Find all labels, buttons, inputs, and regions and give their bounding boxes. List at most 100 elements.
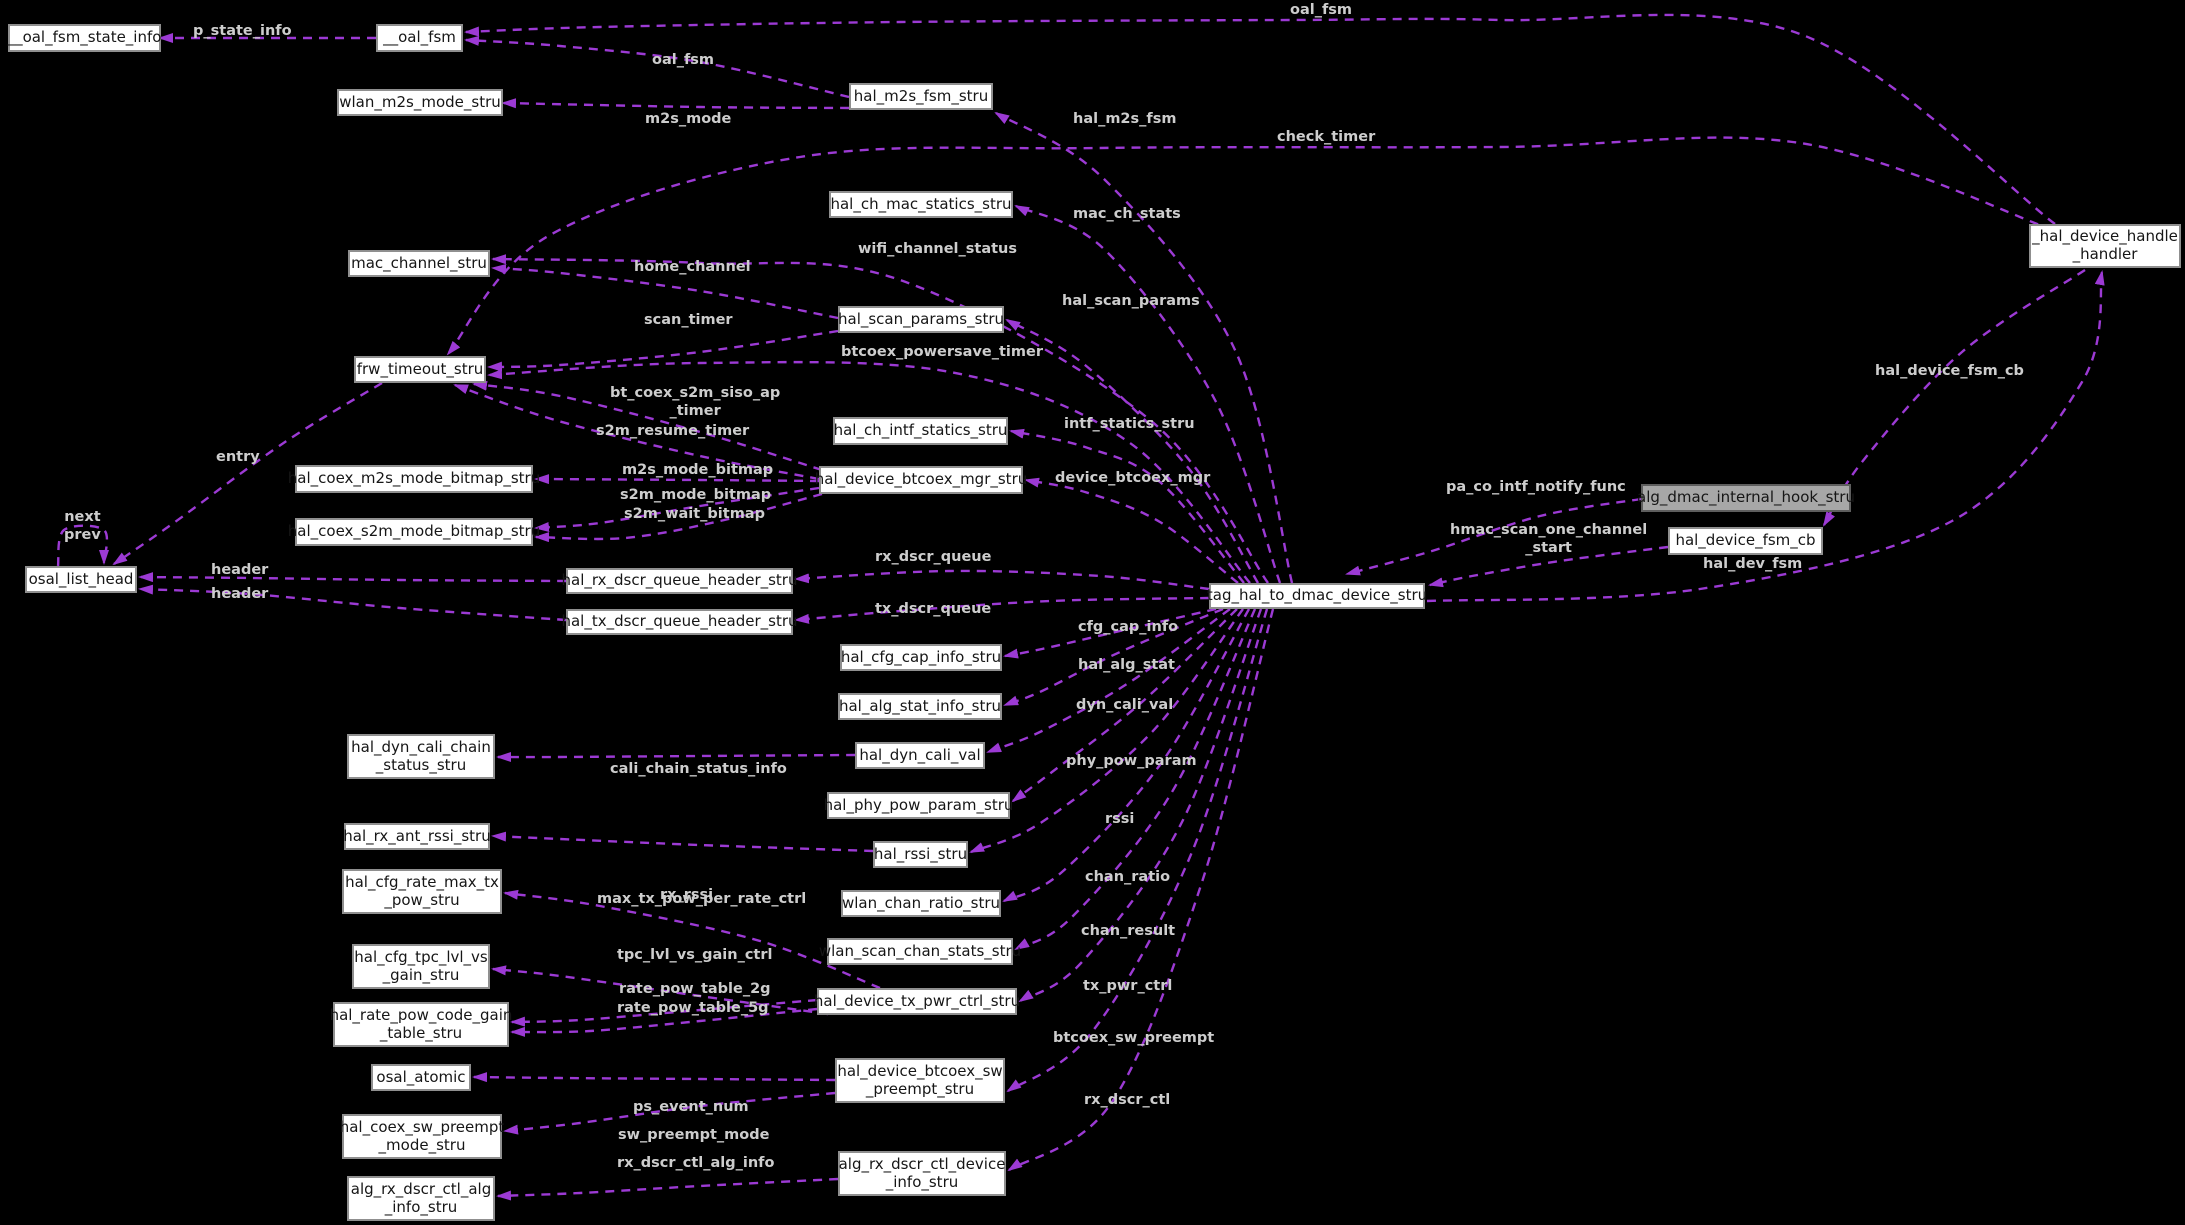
edge-bt-coex-s2m-siso-ap-timer: [472, 380, 823, 472]
node-hal-alg-stat-info-stru[interactable]: hal_alg_stat_info_stru: [838, 693, 1002, 720]
edge-label-pa-co-intf-notify-func: pa_co_intf_notify_func: [1446, 479, 1626, 495]
edge-chan-result: [1014, 608, 1257, 951]
edge-hal-scan-params: [1005, 318, 1260, 584]
node-hal-coex-m2s-mode-bitmap-stru[interactable]: hal_coex_m2s_mode_bitmap_stru: [288, 465, 540, 493]
node-hal-device-tx-pwr-ctrl-stru[interactable]: hal_device_tx_pwr_ctrl_stru: [814, 988, 1020, 1015]
node-hal-rx-ant-rssi-stru[interactable]: hal_rx_ant_rssi_stru: [343, 823, 491, 850]
edge-label-m2s-mode: m2s_mode: [645, 111, 732, 127]
edge-label-oal-fsm-from-handle: oal_fsm: [1290, 2, 1353, 18]
edge-label-hal-alg-stat: hal_alg_stat: [1078, 657, 1175, 673]
node-hal-cfg-rate-max-tx-pow-stru[interactable]: hal_cfg_rate_max_tx _pow_stru: [342, 869, 502, 914]
edge-label-rx-rssi: rx_rssi: [660, 887, 714, 903]
edge-hal-m2s-fsm: [994, 111, 1294, 584]
edge-label-dyn-cali-val: dyn_cali_val: [1076, 697, 1174, 713]
edge-s2m-resume-timer: [453, 383, 820, 481]
edge-hal-alg-stat: [1003, 607, 1224, 707]
node-osal-atomic[interactable]: osal_atomic: [371, 1064, 471, 1091]
edge-label-tpc-lvl-vs-gain-ctrl: tpc_lvl_vs_gain_ctrl: [617, 947, 773, 963]
edge-tpc-lvl-vs-gain-ctrl: [491, 965, 829, 1016]
node-hal-dyn-cali-val[interactable]: hal_dyn_cali_val: [855, 742, 985, 769]
edge-label-rssi: rssi: [1105, 811, 1135, 827]
edge-label-hal-m2s-fsm: hal_m2s_fsm: [1073, 111, 1177, 127]
edge-label-hal-dev-fsm: hal_dev_fsm: [1703, 556, 1803, 572]
node-hal-device-fsm-cb[interactable]: hal_device_fsm_cb: [1668, 527, 1823, 555]
edge-label-s2m-mode-bitmap: s2m_mode_bitmap: [620, 487, 772, 503]
node-hal-rssi-stru[interactable]: hal_rssi_stru: [873, 841, 968, 868]
edge-label-p-state-info: p_state_info: [193, 23, 292, 39]
node-hal-coex-sw-preempt-mode-stru[interactable]: hal_coex_sw_preempt _mode_stru: [340, 1114, 504, 1159]
node-hal-rx-dscr-queue-header-stru[interactable]: hal_rx_dscr_queue_header_stru: [562, 568, 797, 594]
node-frw-timeout-stru[interactable]: frw_timeout_stru: [354, 356, 486, 383]
edge-header-rx: [138, 572, 567, 583]
node-hal-cfg-tpc-lvl-vs-gain-stru[interactable]: hal_cfg_tpc_lvl_vs _gain_stru: [352, 944, 490, 989]
node-mac-channel-stru[interactable]: mac_channel_stru: [348, 250, 490, 277]
edge-label-m2s-mode-bitmap: m2s_mode_bitmap: [622, 462, 774, 478]
node-hal-scan-params-stru[interactable]: hal_scan_params_stru: [838, 306, 1004, 333]
node-hal-device-btcoex-sw-preempt-stru[interactable]: hal_device_btcoex_sw _preempt_stru: [835, 1058, 1005, 1103]
edge-label-s2m-wait-bitmap: s2m_wait_bitmap: [624, 506, 765, 522]
node-wlan-scan-chan-stats-stru[interactable]: wlan_scan_chan_stats_stru: [819, 938, 1021, 965]
node-oal-fsm-state-info[interactable]: __oal_fsm_state_info: [8, 24, 161, 52]
edge-label-home-channel: home_channel: [634, 259, 751, 275]
node-tag-hal-to-dmac-device-stru[interactable]: tag_hal_to_dmac_device_stru: [1207, 583, 1427, 609]
node-alg-dmac-internal-hook-stru[interactable]: alg_dmac_internal_hook_stru: [1637, 484, 1855, 512]
node-hal-dyn-cali-chain-status-stru[interactable]: hal_dyn_cali_chain _status_stru: [347, 734, 495, 779]
edge-scan-timer: [487, 329, 839, 372]
edge-s2m-mode-bitmap: [534, 486, 820, 532]
edge-phy-pow-param: [1011, 608, 1238, 803]
node-alg-rx-dscr-ctl-alg-info-stru[interactable]: alg_rx_dscr_ctl_alg _info_stru: [347, 1176, 495, 1221]
node-hal-rate-pow-code-gain-table-stru[interactable]: hal_rate_pow_code_gain _table_stru: [330, 1002, 512, 1047]
edge-label-hmac-scan-one-channel-start: hmac_scan_one_channel _start: [1450, 522, 1648, 557]
node-hal-tx-dscr-queue-header-stru[interactable]: hal_tx_dscr_queue_header_stru: [561, 609, 798, 635]
edge-label-chan-result: chan_result: [1081, 923, 1176, 939]
edge-label-header-tx: header: [211, 586, 269, 602]
edge-label-rx-dscr-ctl-alg-info: rx_dscr_ctl_alg_info: [617, 1155, 775, 1171]
edge-label-chan-ratio: chan_ratio: [1085, 869, 1171, 885]
node-hal-coex-s2m-mode-bitmap-stru[interactable]: hal_coex_s2m_mode_bitmap_stru: [288, 518, 540, 546]
edge-next-prev: [56, 524, 110, 567]
edge-rate-pow-table-2g: [510, 998, 818, 1027]
node-hal-ch-mac-statics-stru[interactable]: hal_ch_mac_statics_stru: [829, 191, 1013, 218]
node-hal-m2s-fsm-stru[interactable]: hal_m2s_fsm_stru: [849, 83, 993, 110]
edge-label-max-tx-pow-per-rate-ctrl: max_tx_pow_per_rate_ctrl: [597, 891, 807, 907]
edge-label-cfg-cap-info: cfg_cap_info: [1078, 619, 1179, 635]
node-wlan-m2s-mode-stru[interactable]: wlan_m2s_mode_stru: [337, 89, 503, 116]
edge-hal-dev-fsm: [1426, 270, 2105, 603]
edge-rate-pow-table-5g: [510, 1007, 818, 1037]
node-alg-rx-dscr-ctl-device-info-stru[interactable]: alg_rx_dscr_ctl_device _info_stru: [838, 1151, 1006, 1196]
edge-label-device-btcoex-mgr: device_btcoex_mgr: [1055, 470, 1211, 486]
node-hal-device-btcoex-mgr-stru[interactable]: hal_device_btcoex_mgr_stru: [815, 466, 1027, 494]
node-hal-cfg-cap-info-stru[interactable]: hal_cfg_cap_info_stru: [840, 644, 1002, 671]
node-oal-fsm[interactable]: __oal_fsm: [376, 24, 463, 52]
node-hal-phy-pow-param-stru[interactable]: hal_phy_pow_param_stru: [824, 792, 1013, 819]
edge-label-rate-pow-table-5g: rate_pow_table_5g: [617, 1000, 769, 1016]
node-osal-list-head[interactable]: osal_list_head: [25, 566, 137, 593]
edge-label-check-timer: check_timer: [1277, 129, 1376, 145]
edge-label-mac-ch-stats: mac_ch_stats: [1073, 206, 1181, 222]
edge-chan-ratio: [1002, 608, 1251, 903]
edge-label-s2m-resume-timer: s2m_resume_timer: [596, 423, 750, 439]
edge-sw-preempt-mode: [503, 1091, 836, 1135]
edge-label-tx-pwr-ctrl: tx_pwr_ctrl: [1083, 978, 1173, 994]
node-hal-ch-intf-statics-stru[interactable]: hal_ch_intf_statics_stru: [833, 417, 1008, 445]
edge-mac-ch-stats: [1014, 204, 1282, 584]
edge-label-rx-dscr-queue: rx_dscr_queue: [875, 549, 992, 565]
edge-label-next-prev: next prev: [64, 509, 101, 544]
edge-label-btcoex-sw-preempt: btcoex_sw_preempt: [1053, 1030, 1215, 1046]
edge-label-ps-event-num: ps_event_num: [633, 1099, 749, 1115]
edge-label-rx-dscr-ctl: rx_dscr_ctl: [1084, 1092, 1171, 1108]
edge-rx-dscr-queue: [794, 569, 1210, 591]
edge-tx-dscr-queue: [794, 596, 1210, 624]
edge-rx-dscr-ctl: [1007, 608, 1275, 1172]
edge-label-phy-pow-param: phy_pow_param: [1066, 753, 1197, 769]
edge-btcoex-sw-preempt: [1006, 608, 1269, 1093]
edge-rx-dscr-ctl-alg-info: [496, 1177, 839, 1201]
node-hal-device-handle-handler[interactable]: _hal_device_handle _handler: [2029, 224, 2181, 268]
edge-label-header-rx: header: [211, 562, 269, 578]
edge-oal-fsm-from-m2s: [464, 35, 850, 99]
edge-check-timer: [446, 136, 2054, 356]
edge-home-channel: [491, 263, 839, 320]
edge-label-cali-chain-status-info: cali_chain_status_info: [610, 761, 787, 777]
node-wlan-chan-ratio-stru[interactable]: wlan_chan_ratio_stru: [841, 890, 1001, 917]
